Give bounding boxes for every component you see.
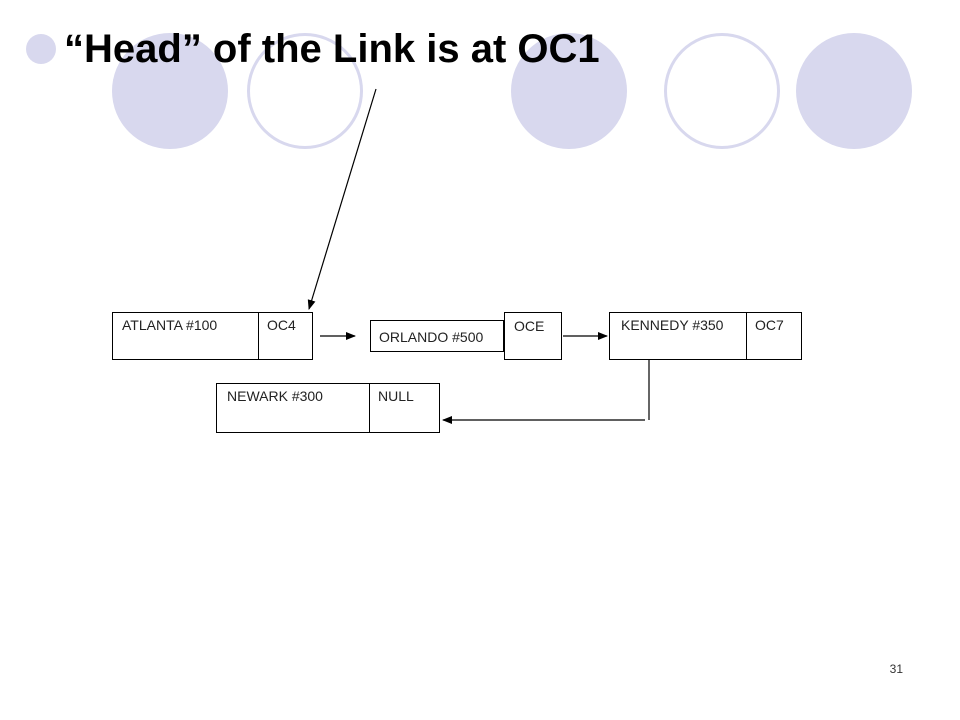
decorative-circle (511, 33, 627, 149)
node-orlando-pointer-box: OCE (504, 312, 562, 360)
node-orlando-pointer: OCE (514, 318, 545, 334)
node-newark-pointer: NULL (378, 388, 414, 404)
node-kennedy-pointer: OC7 (755, 317, 784, 333)
node-divider (746, 313, 747, 359)
node-atlanta: ATLANTA #100 OC4 (112, 312, 313, 360)
decorative-circle (247, 33, 363, 149)
node-newark: NEWARK #300 NULL (216, 383, 440, 433)
node-orlando-name-box: ORLANDO #500 (370, 320, 504, 352)
head-pointer-arrow (307, 88, 377, 310)
node-divider (258, 313, 259, 359)
node-kennedy-name: KENNEDY #350 (621, 317, 724, 333)
node-atlanta-name: ATLANTA #100 (122, 317, 218, 333)
node-orlando-name: ORLANDO #500 (379, 329, 484, 345)
decorative-circle (796, 33, 912, 149)
decorative-circle (112, 33, 228, 149)
node-newark-name: NEWARK #300 (227, 388, 323, 404)
node-divider (369, 384, 370, 432)
bullet-icon (26, 34, 56, 64)
node-kennedy: KENNEDY #350 OC7 (609, 312, 802, 360)
page-number: 31 (889, 662, 903, 676)
decorative-circle (664, 33, 780, 149)
slide-title: “Head” of the Link is at OC1 (64, 27, 600, 71)
node-atlanta-pointer: OC4 (267, 317, 296, 333)
